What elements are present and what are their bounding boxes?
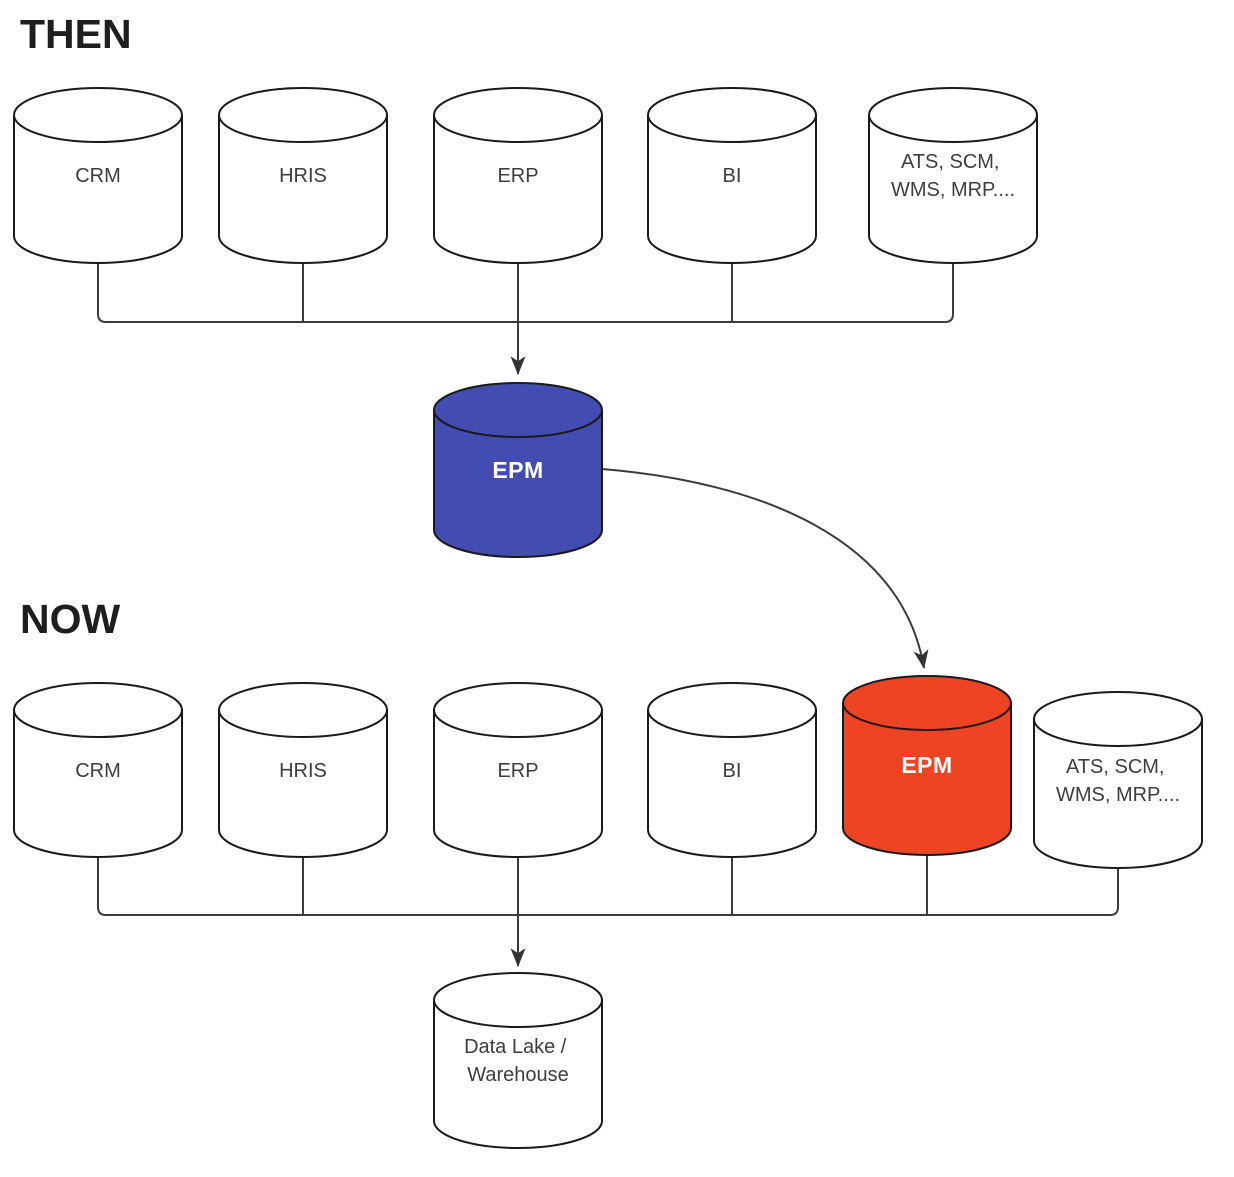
- then-hris-label: HRIS: [279, 165, 327, 187]
- then-cylinder-hris: HRIS: [218, 87, 388, 265]
- cylinder-top: [868, 87, 1038, 143]
- now-bi-label: BI: [723, 760, 742, 782]
- cylinder-body: [13, 709, 183, 859]
- now-epm-label: EPM: [901, 752, 952, 778]
- now-erp-label: ERP: [497, 760, 538, 782]
- then-cylinder-epm: EPM: [433, 382, 603, 559]
- then-title: THEN: [20, 11, 132, 57]
- cylinder-top: [433, 682, 603, 738]
- cylinder-body: [647, 114, 817, 265]
- cylinder-body: [647, 709, 817, 859]
- cylinder-body: [1033, 718, 1203, 870]
- datalake-label-line2: Warehouse: [467, 1064, 569, 1086]
- then-connectors: [97, 261, 954, 669]
- now-ats-label: ATS, SCM, WMS, MRP....: [1056, 756, 1180, 806]
- now-cylinder-crm: CRM: [13, 682, 183, 859]
- cylinder-top: [842, 675, 1012, 731]
- then-epm-label: EPM: [492, 457, 543, 483]
- now-ats-label-line1: ATS, SCM,: [1066, 756, 1165, 778]
- cylinder-top: [647, 682, 817, 738]
- cylinder-top: [647, 87, 817, 143]
- now-title: NOW: [20, 596, 121, 642]
- cylinder-body: [13, 114, 183, 265]
- cylinder-body: [842, 702, 1012, 857]
- now-cylinder-erp: ERP: [433, 682, 603, 859]
- cylinder-top: [433, 382, 603, 438]
- cylinder-top: [13, 87, 183, 143]
- then-erp-label: ERP: [497, 165, 538, 187]
- now-connectors: [97, 853, 1119, 967]
- cylinder-body: [218, 114, 388, 265]
- then-cylinder-erp: ERP: [433, 87, 603, 265]
- cylinder-top: [1033, 691, 1203, 747]
- now-cylinder-ats-scm: ATS, SCM, WMS, MRP....: [1033, 691, 1203, 870]
- now-bus-line: [97, 855, 1119, 916]
- curved-arrow-epm-then-to-now: [601, 468, 929, 669]
- now-hris-label: HRIS: [279, 760, 327, 782]
- then-ats-label-line2: WMS, MRP....: [891, 179, 1015, 201]
- datalake-label-line1: Data Lake /: [464, 1036, 567, 1058]
- now-cylinder-bi: BI: [647, 682, 817, 859]
- cylinder-body: [433, 114, 603, 265]
- then-cylinder-bi: BI: [647, 87, 817, 265]
- then-ats-label: ATS, SCM, WMS, MRP....: [891, 151, 1015, 201]
- cylinder-body: [433, 709, 603, 859]
- now-ats-label-line2: WMS, MRP....: [1056, 784, 1180, 806]
- datalake-cylinder: Data Lake / Warehouse: [433, 972, 603, 1150]
- then-bus-line: [97, 261, 954, 323]
- cylinder-body: [433, 999, 603, 1150]
- then-crm-label: CRM: [75, 165, 121, 187]
- cylinder-body: [433, 409, 603, 559]
- cylinder-top: [13, 682, 183, 738]
- cylinder-body: [868, 114, 1038, 265]
- cylinder-body: [218, 709, 388, 859]
- cylinder-top: [433, 87, 603, 143]
- then-bi-label: BI: [723, 165, 742, 187]
- now-crm-label: CRM: [75, 760, 121, 782]
- then-ats-label-line1: ATS, SCM,: [901, 151, 1000, 173]
- cylinder-top: [218, 87, 388, 143]
- now-cylinder-hris: HRIS: [218, 682, 388, 859]
- then-cylinder-crm: CRM: [13, 87, 183, 265]
- cylinder-top: [218, 682, 388, 738]
- now-cylinder-epm: EPM: [842, 675, 1012, 857]
- cylinder-top: [433, 972, 603, 1028]
- then-cylinder-ats-scm: ATS, SCM, WMS, MRP....: [868, 87, 1038, 265]
- datalake-label: Data Lake / Warehouse: [464, 1036, 572, 1086]
